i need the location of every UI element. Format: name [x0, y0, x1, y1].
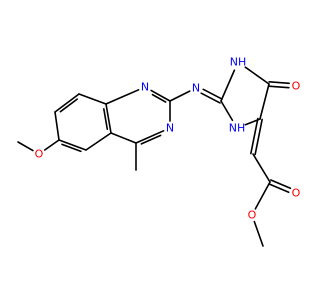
bond-cEst-oEc-a [268, 183, 290, 194]
bond-c4i-cVin-a [250, 117, 259, 155]
bond-c4-c4a [78, 93, 107, 105]
bond-c3-c4-b [59, 98, 78, 113]
atom-o-ester-ether: O [248, 209, 257, 222]
bond-nAm-c2i-b [202, 88, 223, 100]
atom-nh-ring-top: NH [230, 56, 247, 69]
bond-c2q-nAm [169, 90, 191, 102]
bond-c5-o5-b [268, 81, 290, 85]
atom-o-ring-carbonyl: O [292, 80, 300, 93]
molecule-structure: N N N NH NH O O O O [17, 56, 300, 247]
bond-c1-c2-a [58, 139, 87, 151]
bond-c4i-cVin-b [254, 118, 263, 156]
bond-c2i-nh1 [220, 69, 236, 102]
bond-oMe-cMeO [17, 141, 34, 152]
bond-n1-c8-a [135, 130, 165, 144]
bond-c4a-n3 [105, 88, 140, 105]
bond-n3-c2q-a [150, 89, 171, 102]
bond-c4a-c8a-a [105, 103, 112, 134]
bond-cEst-oEe [254, 181, 271, 210]
atom-label-layer: N N N NH NH O O O O [35, 56, 300, 222]
bond-c2-oMe [43, 139, 60, 151]
bond-c8a-c1 [85, 132, 112, 151]
atom-o-ester-carbonyl: O [292, 187, 300, 200]
bond-nAm-c2i-a [200, 92, 221, 104]
bond-cVin-cEst [252, 153, 271, 183]
bond-cEst-oEc-b [270, 179, 292, 190]
bond-n3-c2q-b [151, 93, 167, 103]
bond-n1-c8-b [140, 134, 162, 145]
atom-n-amine: N [192, 82, 200, 95]
atom-n-quinazoline-top: N [141, 81, 149, 94]
bond-c3-c4-a [54, 93, 80, 113]
bond-oEe-cMeE [253, 220, 264, 247]
bond-c5-c4i [259, 83, 270, 120]
bond-layer [17, 66, 292, 247]
bond-nh1-c5 [244, 66, 270, 85]
bond-c8-c8a [110, 132, 137, 144]
bond-c4a-c8a-b [102, 108, 109, 130]
bond-c2-c3 [54, 111, 60, 141]
bond-c5-o5-a [268, 85, 290, 89]
atom-o-methoxy: O [35, 148, 44, 161]
bond-nh3-c2i [220, 100, 234, 122]
atom-n-quinazoline-bottom: N [166, 122, 174, 135]
bond-c1-c2-b [61, 143, 82, 153]
atom-nh-ring-bottom: NH [229, 122, 246, 135]
